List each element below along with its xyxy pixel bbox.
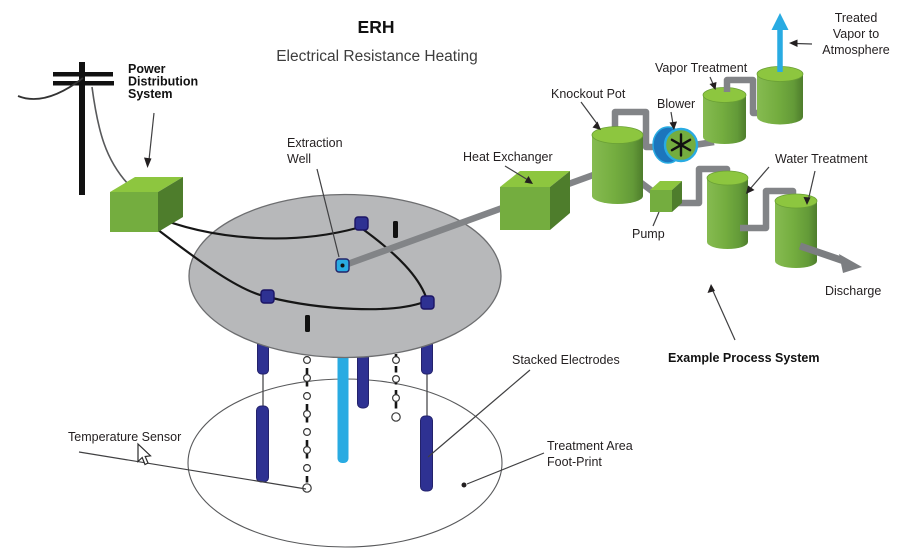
svg-text:Atmosphere: Atmosphere [822, 43, 889, 57]
electrode-head-top [354, 216, 369, 231]
pipe-knockout-to-blower [611, 108, 662, 151]
fan-icon [670, 133, 692, 157]
vapor-treatment-tank-1 [702, 87, 747, 144]
pump-unit [650, 181, 682, 212]
label-heat-exchanger: Heat Exchanger [463, 150, 553, 164]
water-treatment-tank-1 [706, 170, 749, 249]
label-discharge: Discharge [825, 284, 881, 298]
power-wire-to-top-electrode [149, 213, 359, 240]
pipe-vapor1-to-vapor2 [723, 76, 760, 117]
power-wire-arc [362, 228, 428, 299]
extraction-well-shaft [337, 350, 349, 463]
label-water-treatment: Water Treatment [775, 152, 868, 166]
electrode-center [357, 349, 369, 409]
svg-text:System: System [128, 87, 172, 101]
surface-ellipse [188, 193, 502, 359]
diagram-subtitle: Electrical Resistance Heating [276, 48, 478, 65]
label-stacked-electrodes: Stacked Electrodes [512, 353, 620, 367]
svg-text:Treatment Area: Treatment Area [547, 439, 633, 453]
utility-pole [17, 62, 129, 195]
label-pump: Pump [632, 227, 665, 241]
heat-exchanger [500, 171, 570, 230]
label-knockout-pot: Knockout Pot [551, 87, 626, 101]
label-temperature-sensor: Temperature Sensor [68, 430, 181, 444]
vapor-treatment-tank-2 [756, 66, 804, 125]
temperature-sensor-string-left [302, 344, 312, 493]
svg-text:Well: Well [287, 152, 311, 166]
temperature-sensor-string-right [391, 342, 401, 422]
sensor-surface-mark-right [393, 221, 398, 238]
blower-unit [652, 126, 699, 164]
label-treated-vapor-to-atmosphere: Treated Vapor to Atmosphere [822, 11, 889, 57]
svg-text:Extraction: Extraction [287, 136, 343, 150]
treated-vapor-arrow [771, 13, 789, 72]
electrode-head-left [260, 289, 275, 304]
extraction-well-head [335, 258, 350, 273]
mouse-cursor-icon [137, 442, 152, 466]
diagram-title: ERH [358, 17, 395, 37]
svg-text:Foot-Print: Foot-Print [547, 455, 602, 469]
label-treatment-area-footprint: Treatment Area Foot-Print [547, 439, 633, 469]
knockout-pot [591, 126, 644, 204]
sensor-surface-mark-left [305, 315, 310, 332]
label-blower: Blower [657, 97, 695, 111]
annotation-lines [78, 39, 816, 490]
svg-text:Treated: Treated [835, 11, 878, 25]
water-treatment-tank-2 [774, 193, 818, 268]
stacked-electrode-left [256, 335, 269, 483]
svg-text:Power: Power [128, 62, 166, 76]
svg-text:Vapor to: Vapor to [833, 27, 879, 41]
label-extraction-well: Extraction Well [287, 136, 343, 166]
label-vapor-treatment: Vapor Treatment [655, 61, 748, 75]
svg-text:Distribution: Distribution [128, 75, 198, 89]
label-power-distribution-system: Power Distribution System [128, 62, 198, 101]
label-example-process-system: Example Process System [668, 351, 819, 365]
electrode-head-right [420, 295, 435, 310]
discharge-arrow [798, 242, 862, 273]
power-distribution-unit [110, 177, 183, 232]
